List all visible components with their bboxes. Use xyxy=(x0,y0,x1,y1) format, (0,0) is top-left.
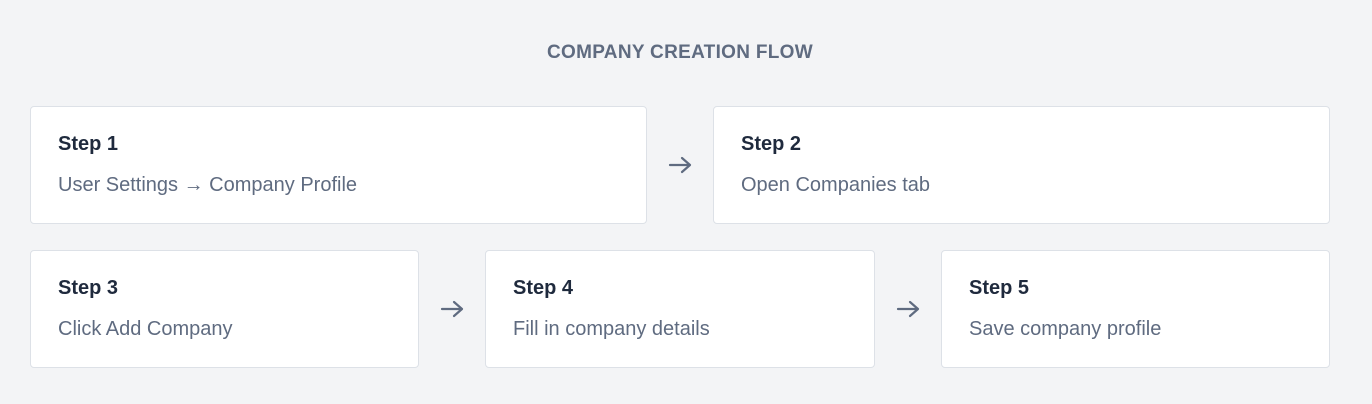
step-title: Step 3 xyxy=(58,277,119,299)
step-title: Step 1 xyxy=(58,133,119,155)
step-card-1: Step 1 User Settings → Company Profile xyxy=(30,106,647,224)
step-description: User Settings → Company Profile xyxy=(58,174,358,196)
step-card-4: Step 4 Fill in company details xyxy=(485,250,875,368)
step-description: Fill in company details xyxy=(513,318,710,340)
arrow-right-icon xyxy=(895,299,923,319)
step-title: Step 5 xyxy=(969,277,1030,299)
step-card-5: Step 5 Save company profile xyxy=(941,250,1330,368)
arrow-right-icon xyxy=(439,299,467,319)
flow-title: COMPANY CREATION FLOW xyxy=(547,42,813,63)
step-description: Click Add Company xyxy=(58,318,233,340)
step-card-3: Step 3 Click Add Company xyxy=(30,250,419,368)
step-title: Step 4 xyxy=(513,277,574,299)
arrow-right-icon xyxy=(667,155,695,175)
step-card-2: Step 2 Open Companies tab xyxy=(713,106,1330,224)
step-description: Open Companies tab xyxy=(741,174,931,196)
step-description: Save company profile xyxy=(969,318,1162,340)
step-title: Step 2 xyxy=(741,133,802,155)
